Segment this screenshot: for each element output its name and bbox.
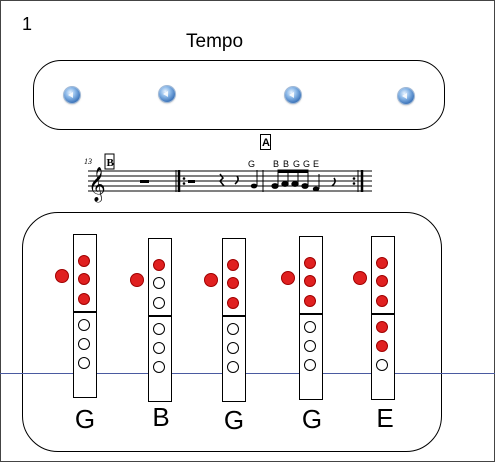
rehearsal-mark-a: A bbox=[262, 137, 270, 149]
note-name: G bbox=[223, 405, 245, 435]
hole-covered bbox=[227, 277, 239, 289]
treble-clef-icon: 𝄞 bbox=[88, 167, 106, 203]
beamed-eighth-notes bbox=[271, 169, 309, 189]
hole-open bbox=[78, 357, 90, 369]
hole-open bbox=[304, 359, 316, 371]
thumb-hole-covered bbox=[55, 269, 69, 283]
hole-open bbox=[227, 361, 239, 373]
hole-open bbox=[153, 361, 165, 373]
note-label-e: E bbox=[313, 159, 319, 169]
fingering-chart bbox=[371, 236, 395, 400]
hole-open bbox=[78, 319, 90, 331]
hole-open bbox=[304, 340, 316, 352]
eighth-rest-icon bbox=[331, 177, 336, 187]
note-label-g: G bbox=[293, 159, 300, 169]
hole-open bbox=[78, 338, 90, 350]
hole-covered bbox=[78, 255, 90, 267]
speaker-button-1[interactable]: speaker-button bbox=[64, 87, 80, 103]
page-number: 1 bbox=[22, 14, 33, 34]
measure-number: 13 bbox=[84, 157, 92, 166]
rehearsal-mark-b: B bbox=[107, 157, 115, 169]
hole-covered bbox=[376, 340, 388, 352]
note-name: B bbox=[152, 402, 170, 432]
hole-open bbox=[153, 323, 165, 335]
thumb-hole-covered bbox=[353, 271, 367, 285]
thumb-hole-covered bbox=[281, 271, 295, 285]
hole-open bbox=[227, 323, 239, 335]
hole-open bbox=[227, 342, 239, 354]
note-name: G bbox=[301, 404, 323, 434]
hole-covered bbox=[376, 257, 388, 269]
hole-covered bbox=[304, 257, 316, 269]
eighth-rest-icon bbox=[234, 175, 239, 185]
tempo-title: Tempo bbox=[186, 31, 244, 52]
hand-divider bbox=[300, 313, 322, 315]
hole-covered bbox=[376, 321, 388, 333]
speaker-button-2[interactable]: speaker-button bbox=[159, 86, 175, 102]
fingering-panel bbox=[22, 212, 442, 452]
hole-covered bbox=[153, 259, 165, 271]
thumb-hole-covered bbox=[130, 273, 144, 287]
hand-divider bbox=[74, 311, 96, 313]
hole-covered bbox=[304, 275, 316, 287]
hole-open bbox=[153, 277, 165, 289]
fingering-chart bbox=[299, 236, 323, 400]
speaker-button-4[interactable]: speaker-button bbox=[398, 88, 414, 104]
note-name: G bbox=[74, 404, 96, 434]
hole-open bbox=[304, 321, 316, 333]
fingering-chart bbox=[222, 238, 246, 402]
hand-divider bbox=[149, 315, 171, 317]
hand-divider bbox=[223, 315, 245, 317]
fingering-chart bbox=[148, 238, 172, 402]
hole-covered bbox=[304, 295, 316, 307]
hand-divider bbox=[372, 313, 394, 315]
note-label-g: G bbox=[248, 159, 255, 169]
hole-open bbox=[153, 342, 165, 354]
hole-open bbox=[376, 359, 388, 371]
tempo-panel bbox=[33, 60, 445, 130]
fingering-chart bbox=[73, 234, 97, 398]
note-name: E bbox=[376, 403, 394, 433]
speaker-button-3[interactable]: speaker-button bbox=[285, 87, 301, 103]
whole-rest-icon bbox=[140, 180, 149, 183]
thumb-hole-covered bbox=[204, 273, 218, 287]
note-label-b: B bbox=[273, 159, 279, 169]
hole-covered bbox=[78, 273, 90, 285]
hole-open bbox=[153, 297, 165, 309]
hole-covered bbox=[227, 259, 239, 271]
note-label-b: B bbox=[283, 159, 289, 169]
hole-covered bbox=[376, 275, 388, 287]
hole-covered bbox=[78, 293, 90, 305]
music-score: 13 B 𝄞 A G B B G G E bbox=[84, 134, 372, 203]
note-label-g: G bbox=[303, 159, 310, 169]
guide-line bbox=[0, 373, 495, 374]
hole-covered bbox=[227, 297, 239, 309]
quarter-rest-icon bbox=[218, 173, 225, 187]
staff-lines bbox=[88, 170, 372, 192]
hole-covered bbox=[376, 295, 388, 307]
